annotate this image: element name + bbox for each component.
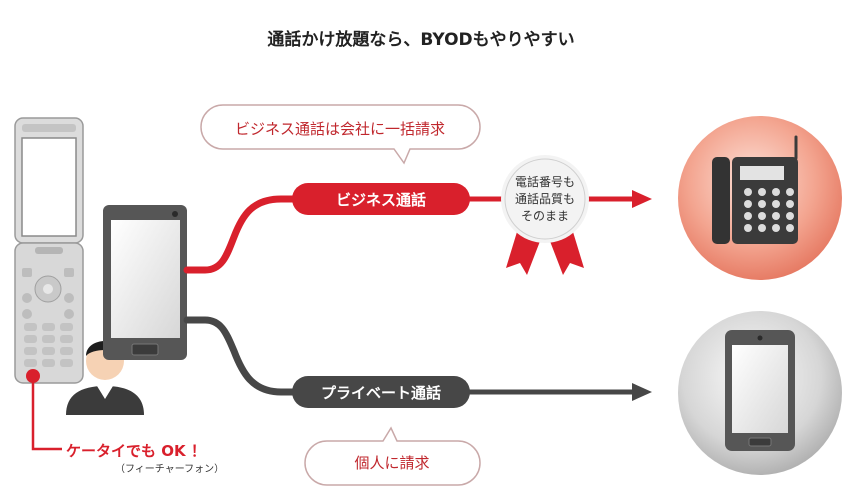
business-billing-text: ビジネス通話は会社に一括請求 (235, 120, 445, 138)
desk-phone-icon (678, 116, 842, 280)
private-call-text: プライベート通話 (321, 384, 441, 402)
feature-phone-sub-label: （フィーチャーフォン） (115, 463, 224, 475)
business-billing-bubble: ビジネス通話は会社に一括請求 (200, 104, 481, 165)
business-call-text: ビジネス通話 (336, 191, 426, 209)
private-billing-text: 個人に請求 (354, 454, 429, 472)
badge-line-1: 電話番号も (515, 174, 575, 189)
feature-phone-connector (26, 369, 62, 451)
private-call-path (183, 316, 652, 401)
badge-line-3: そのまま (521, 209, 569, 223)
private-billing-bubble: 個人に請求 (304, 426, 481, 486)
mobile-phone-icon (678, 311, 842, 475)
business-call-label: ビジネス通話 (292, 183, 470, 215)
feature-phone-ok-label: ケータイでも OK ！ (66, 442, 206, 460)
smartphone-icon (103, 205, 187, 360)
user-icon (66, 341, 144, 415)
ribbon-badge-icon: 電話番号も 通話品質も そのまま (501, 155, 589, 275)
flip-phone-icon (14, 117, 84, 384)
page-title: 通話かけ放題なら、BYODもやりやすい (267, 29, 574, 50)
private-call-label: プライベート通話 (292, 376, 470, 408)
badge-line-2: 通話品質も (515, 191, 575, 206)
